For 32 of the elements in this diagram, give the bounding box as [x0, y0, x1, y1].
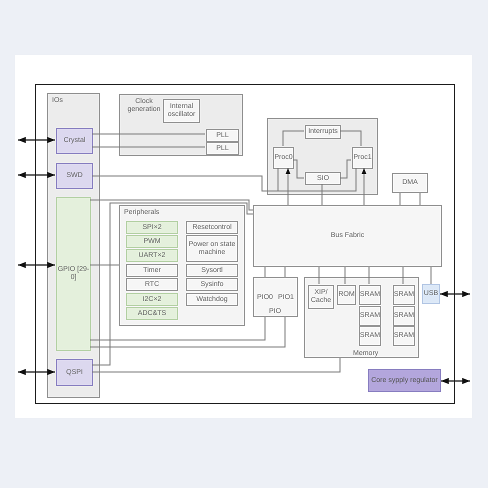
connector-line [90, 200, 254, 210]
connector-line [90, 316, 266, 340]
connector-line [368, 266, 370, 284]
connector-line [284, 266, 286, 278]
group-box [119, 205, 245, 326]
processor-group [267, 118, 378, 195]
connector-line [90, 316, 286, 348]
connector-line [90, 264, 120, 266]
group-box [119, 94, 243, 156]
connector-line [318, 266, 320, 284]
connector-line [344, 266, 346, 284]
connector-line [92, 202, 254, 366]
connector-line [340, 160, 352, 178]
double-arrow [440, 290, 470, 298]
group-box [304, 277, 419, 358]
connector-line [92, 146, 206, 148]
connector-line [264, 266, 266, 278]
double-arrow [441, 378, 470, 384]
connector-line [402, 266, 404, 284]
arrow [286, 168, 290, 206]
connector-line [340, 130, 362, 146]
connector-line [430, 266, 432, 284]
arrow [362, 168, 366, 206]
connector-line [282, 130, 304, 146]
module-box [253, 277, 298, 317]
connector-line [292, 160, 304, 178]
double-arrow [18, 262, 55, 268]
double-arrow [18, 368, 55, 376]
double-arrow [18, 172, 55, 178]
double-arrow [18, 136, 55, 144]
group-box [47, 93, 100, 398]
connector-line [92, 358, 340, 372]
